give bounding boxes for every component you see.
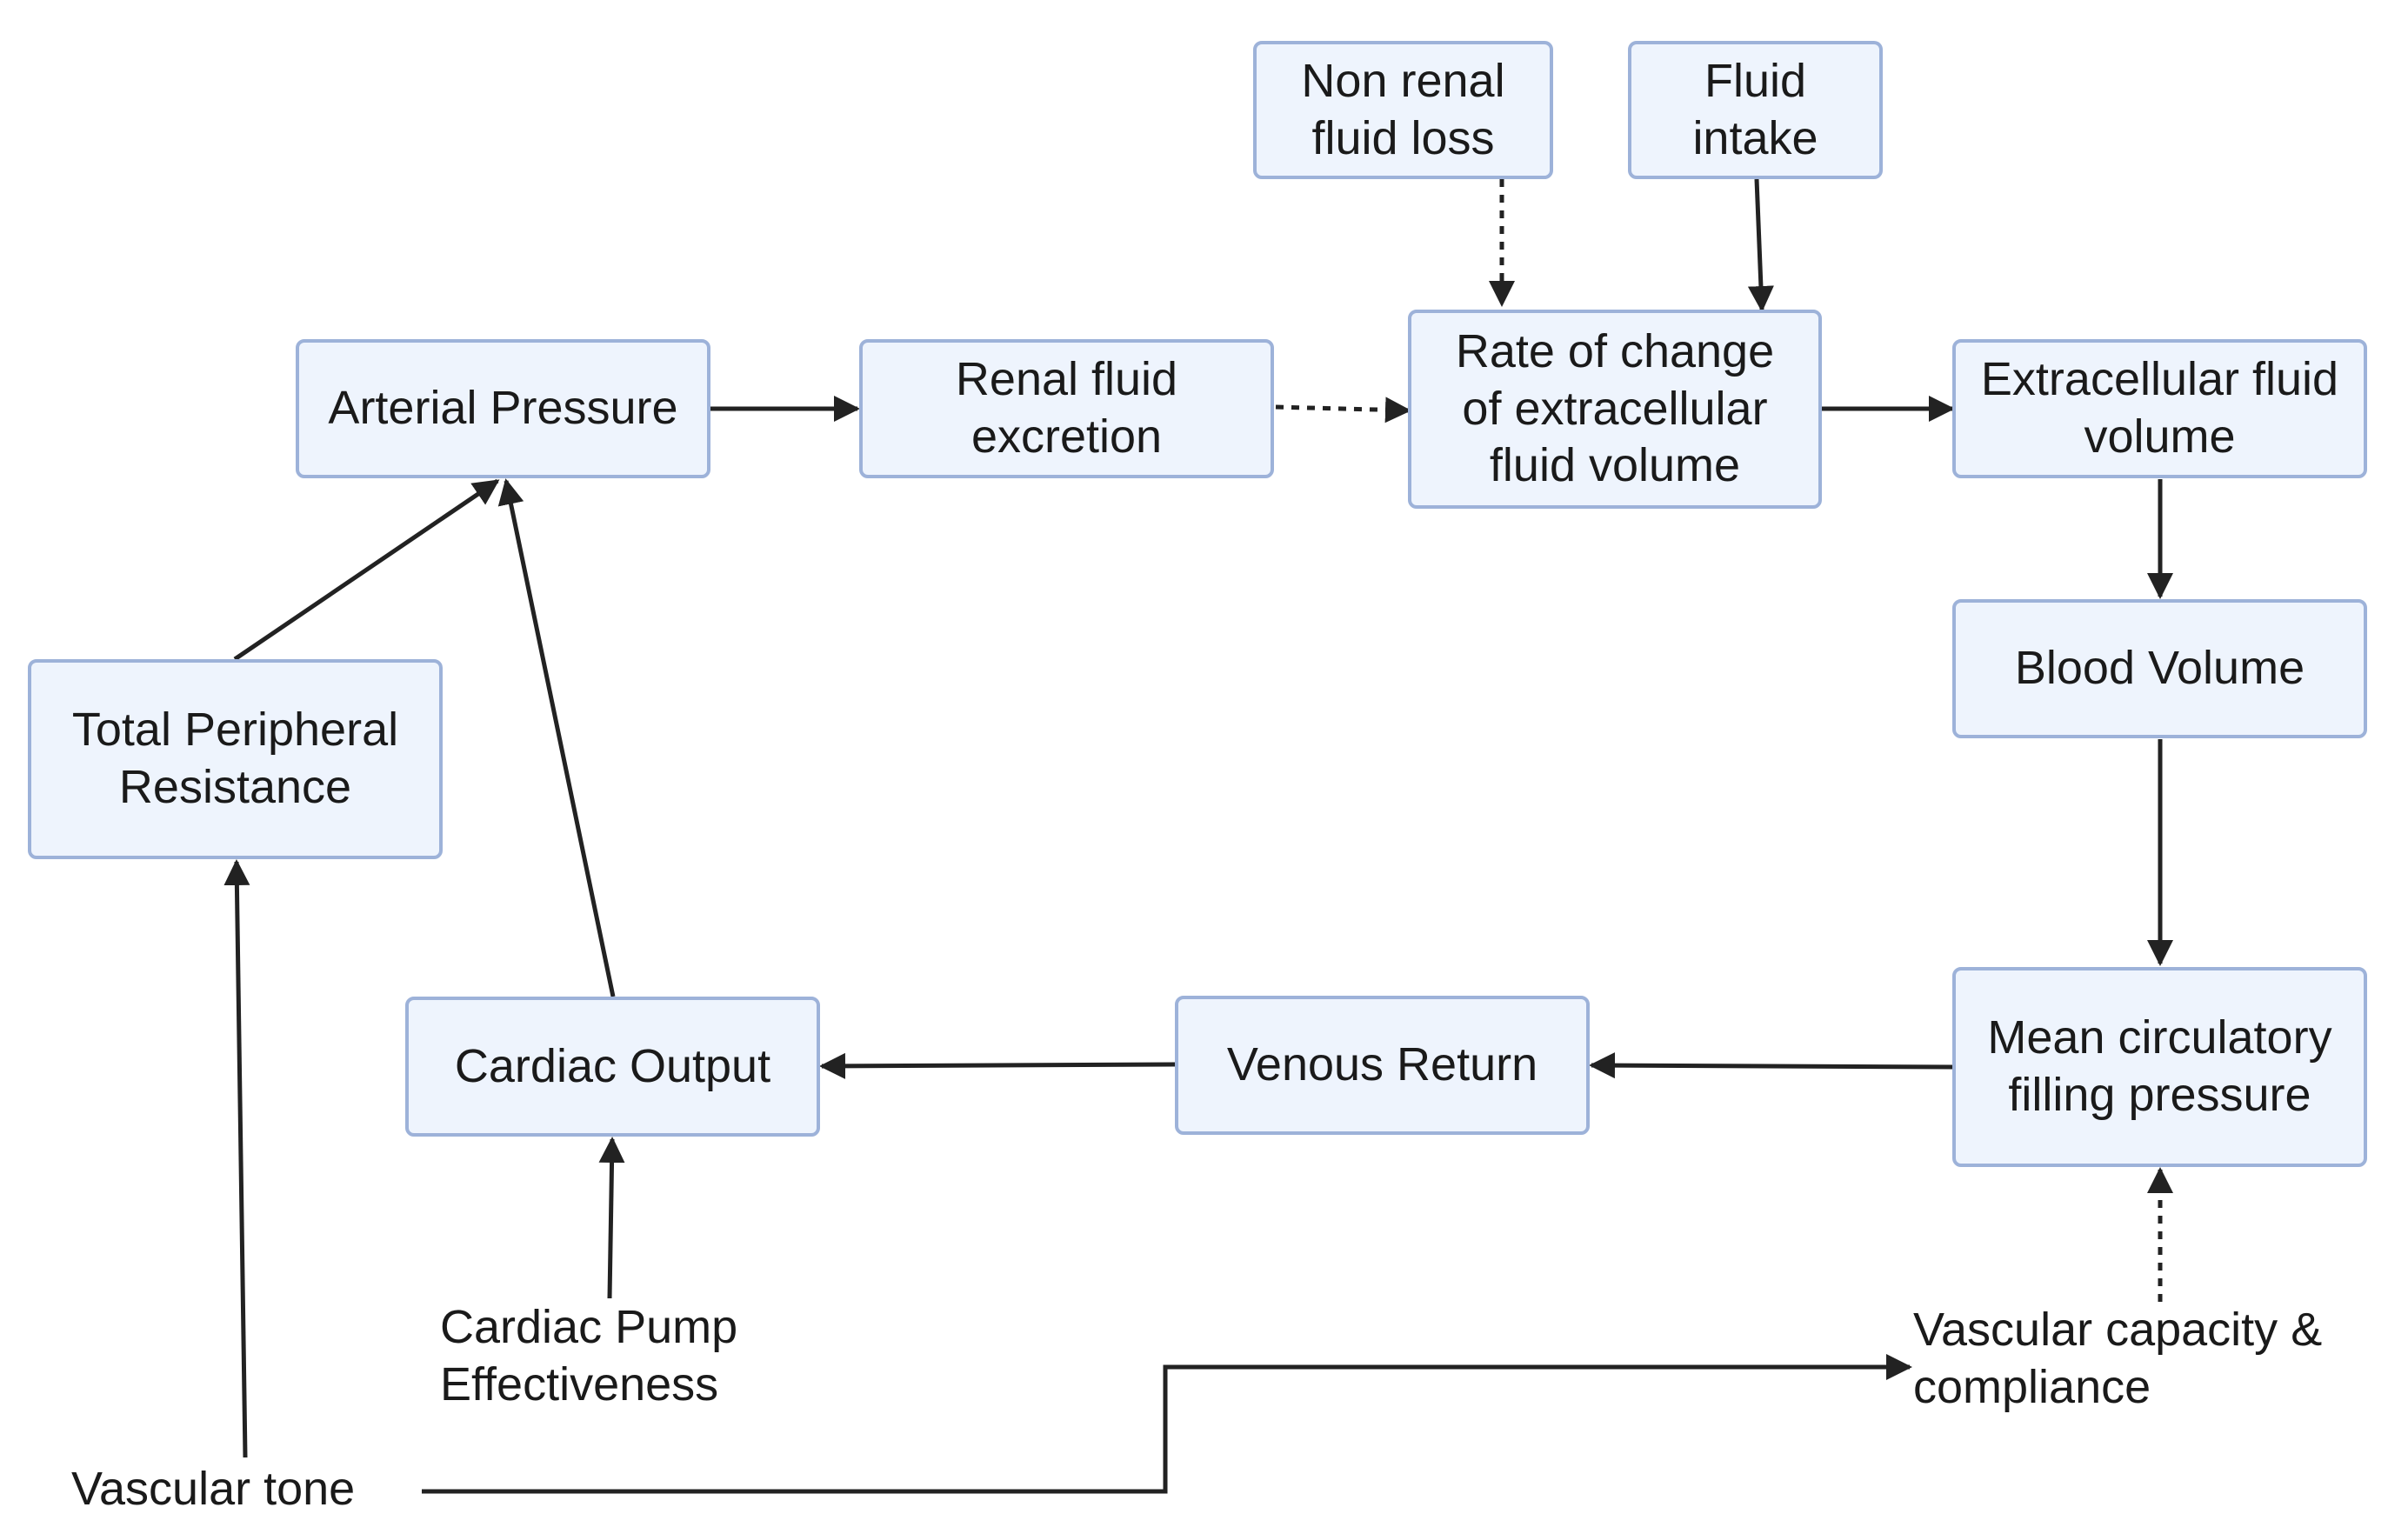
node-mean-circulatory-filling-pressure: Mean circulatory filling pressure	[1952, 967, 2367, 1167]
node-label: Total Peripheral Resistance	[71, 704, 399, 813]
label-cardiac-pump-effectiveness: Cardiac Pump Effectiveness	[440, 1299, 840, 1414]
arrow-tone-to-tpr	[223, 859, 250, 1458]
node-venous-return: Venous Return	[1175, 996, 1590, 1135]
node-total-peripheral-resistance: Total Peripheral Resistance	[28, 659, 443, 859]
label-text: Vascular tone	[71, 1463, 356, 1515]
arrow-pump-to-cardiac	[598, 1137, 625, 1299]
node-rate-of-change-ecf-volume: Rate of change of extracellular fluid vo…	[1408, 310, 1822, 509]
node-label: Arterial Pressure	[328, 382, 678, 435]
node-label: Non renal fluid loss	[1301, 54, 1505, 164]
node-label: Blood Volume	[2014, 642, 2305, 695]
node-extracellular-fluid-volume: Extracellular fluid volume	[1952, 339, 2367, 478]
node-label: Fluid intake	[1692, 54, 1818, 164]
arrow-venous-to-cardiac	[819, 1052, 1176, 1079]
node-blood-volume: Blood Volume	[1952, 599, 2367, 738]
node-label: Extracellular fluid volume	[1980, 353, 2339, 463]
label-vascular-capacity-compliance: Vascular capacity & compliance	[1913, 1302, 2400, 1417]
arrow-mcfp-to-venous	[1589, 1052, 1954, 1079]
label-vascular-tone: Vascular tone	[71, 1461, 437, 1518]
node-label: Renal fluid excretion	[955, 353, 1178, 463]
node-arterial-pressure: Arterial Pressure	[296, 339, 710, 478]
node-label: Mean circulatory filling pressure	[1987, 1011, 2332, 1121]
node-renal-fluid-excretion: Renal fluid excretion	[859, 339, 1274, 478]
arrow-cardiac-to-arterial	[497, 478, 616, 997]
node-label: Cardiac Output	[454, 1039, 771, 1092]
label-text: Vascular capacity & compliance	[1913, 1304, 2323, 1413]
node-cardiac-output: Cardiac Output	[405, 997, 820, 1137]
arrow-tpr-to-arterial	[233, 478, 500, 662]
node-label: Rate of change of extracellular fluid vo…	[1455, 324, 1775, 492]
arrow-renal-to-rate	[1275, 397, 1411, 424]
arrow-tone-to-capacity	[422, 1354, 1912, 1494]
arrow-intake-to-rate	[1747, 178, 1774, 312]
node-fluid-intake: Fluid intake	[1628, 41, 1883, 179]
node-label: Venous Return	[1226, 1038, 1538, 1091]
node-non-renal-fluid-loss: Non renal fluid loss	[1253, 41, 1553, 179]
label-text: Cardiac Pump Effectiveness	[440, 1301, 738, 1411]
